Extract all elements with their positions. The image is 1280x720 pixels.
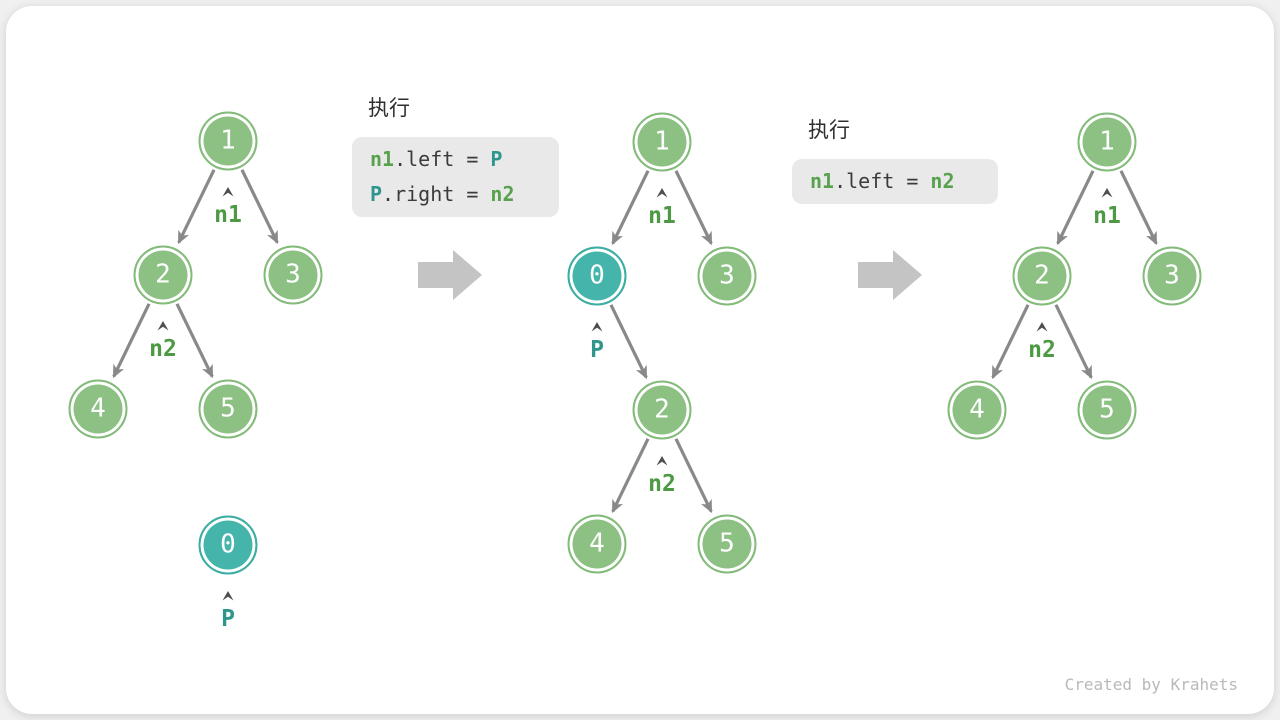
- code-token: .right =: [382, 182, 491, 206]
- node-value: 3: [285, 259, 301, 289]
- code-line: P.right = n2: [370, 177, 541, 212]
- code-title: 执行: [368, 97, 410, 120]
- tree-initial-node-0: 0: [198, 515, 258, 575]
- node-value: 2: [155, 259, 171, 289]
- node-value: 0: [220, 529, 236, 559]
- tree-after-insert-node-1: 1: [632, 112, 692, 172]
- node-value: 4: [589, 528, 605, 558]
- tree-after-insert-node-0: 0: [567, 246, 627, 306]
- code-token: n1: [370, 147, 395, 171]
- pointer-label-n1: n1: [214, 202, 242, 228]
- tree-initial-node-3: 3: [263, 245, 323, 305]
- node-value: 5: [719, 528, 735, 558]
- node-value: 3: [1164, 260, 1180, 290]
- pointer-label-n1: n1: [1093, 203, 1121, 229]
- code-token: .left =: [834, 169, 931, 193]
- watermark: Created by Krahets: [1064, 675, 1238, 694]
- tree-after-insert-node-5: 5: [697, 514, 757, 574]
- code-token: n2: [490, 182, 515, 206]
- node-value: 3: [719, 260, 735, 290]
- tree-after-remove-node-3: 3: [1142, 246, 1202, 306]
- code-token: P: [490, 147, 503, 171]
- tree-after-remove-node-5: 5: [1077, 380, 1137, 440]
- pointer-label-n2: n2: [648, 471, 676, 497]
- code-token: n1: [810, 169, 835, 193]
- node-value: 5: [1099, 394, 1115, 424]
- code-line: n1.left = P: [370, 142, 541, 177]
- pointer-label-P: P: [221, 606, 235, 632]
- code-title: 执行: [808, 119, 850, 142]
- tree-initial-node-4: 4: [68, 379, 128, 439]
- tree-initial-node-5: 5: [198, 379, 258, 439]
- node-value: 5: [220, 393, 236, 423]
- node-value: 2: [1034, 260, 1050, 290]
- pointer-label-P: P: [590, 337, 604, 363]
- code-token: .left =: [394, 147, 491, 171]
- tree-after-insert-node-2: 2: [632, 380, 692, 440]
- tree-initial-node-1: 1: [198, 111, 258, 171]
- code-line: n1.left = n2: [810, 164, 980, 199]
- tree-after-insert-node-4: 4: [567, 514, 627, 574]
- code-box: n1.left = n2: [792, 159, 998, 204]
- tree-after-remove-node-1: 1: [1077, 112, 1137, 172]
- tree-after-remove-node-2: 2: [1012, 246, 1072, 306]
- node-value: 4: [90, 393, 106, 423]
- pointer-label-n2: n2: [149, 336, 177, 362]
- code-token: P: [370, 182, 383, 206]
- code-token: n2: [930, 169, 955, 193]
- tree-after-insert-node-3: 3: [697, 246, 757, 306]
- node-value: 2: [654, 394, 670, 424]
- node-value: 4: [969, 394, 985, 424]
- code-block-2: 执行 n1.left = n2: [792, 118, 998, 204]
- tree-after-remove-node-4: 4: [947, 380, 1007, 440]
- pointer-label-n1: n1: [648, 203, 676, 229]
- node-value: 0: [589, 260, 605, 290]
- node-value: 1: [1099, 126, 1115, 156]
- node-value: 1: [220, 125, 236, 155]
- pointer-label-n2: n2: [1028, 337, 1056, 363]
- node-value: 1: [654, 126, 670, 156]
- tree-initial-node-2: 2: [133, 245, 193, 305]
